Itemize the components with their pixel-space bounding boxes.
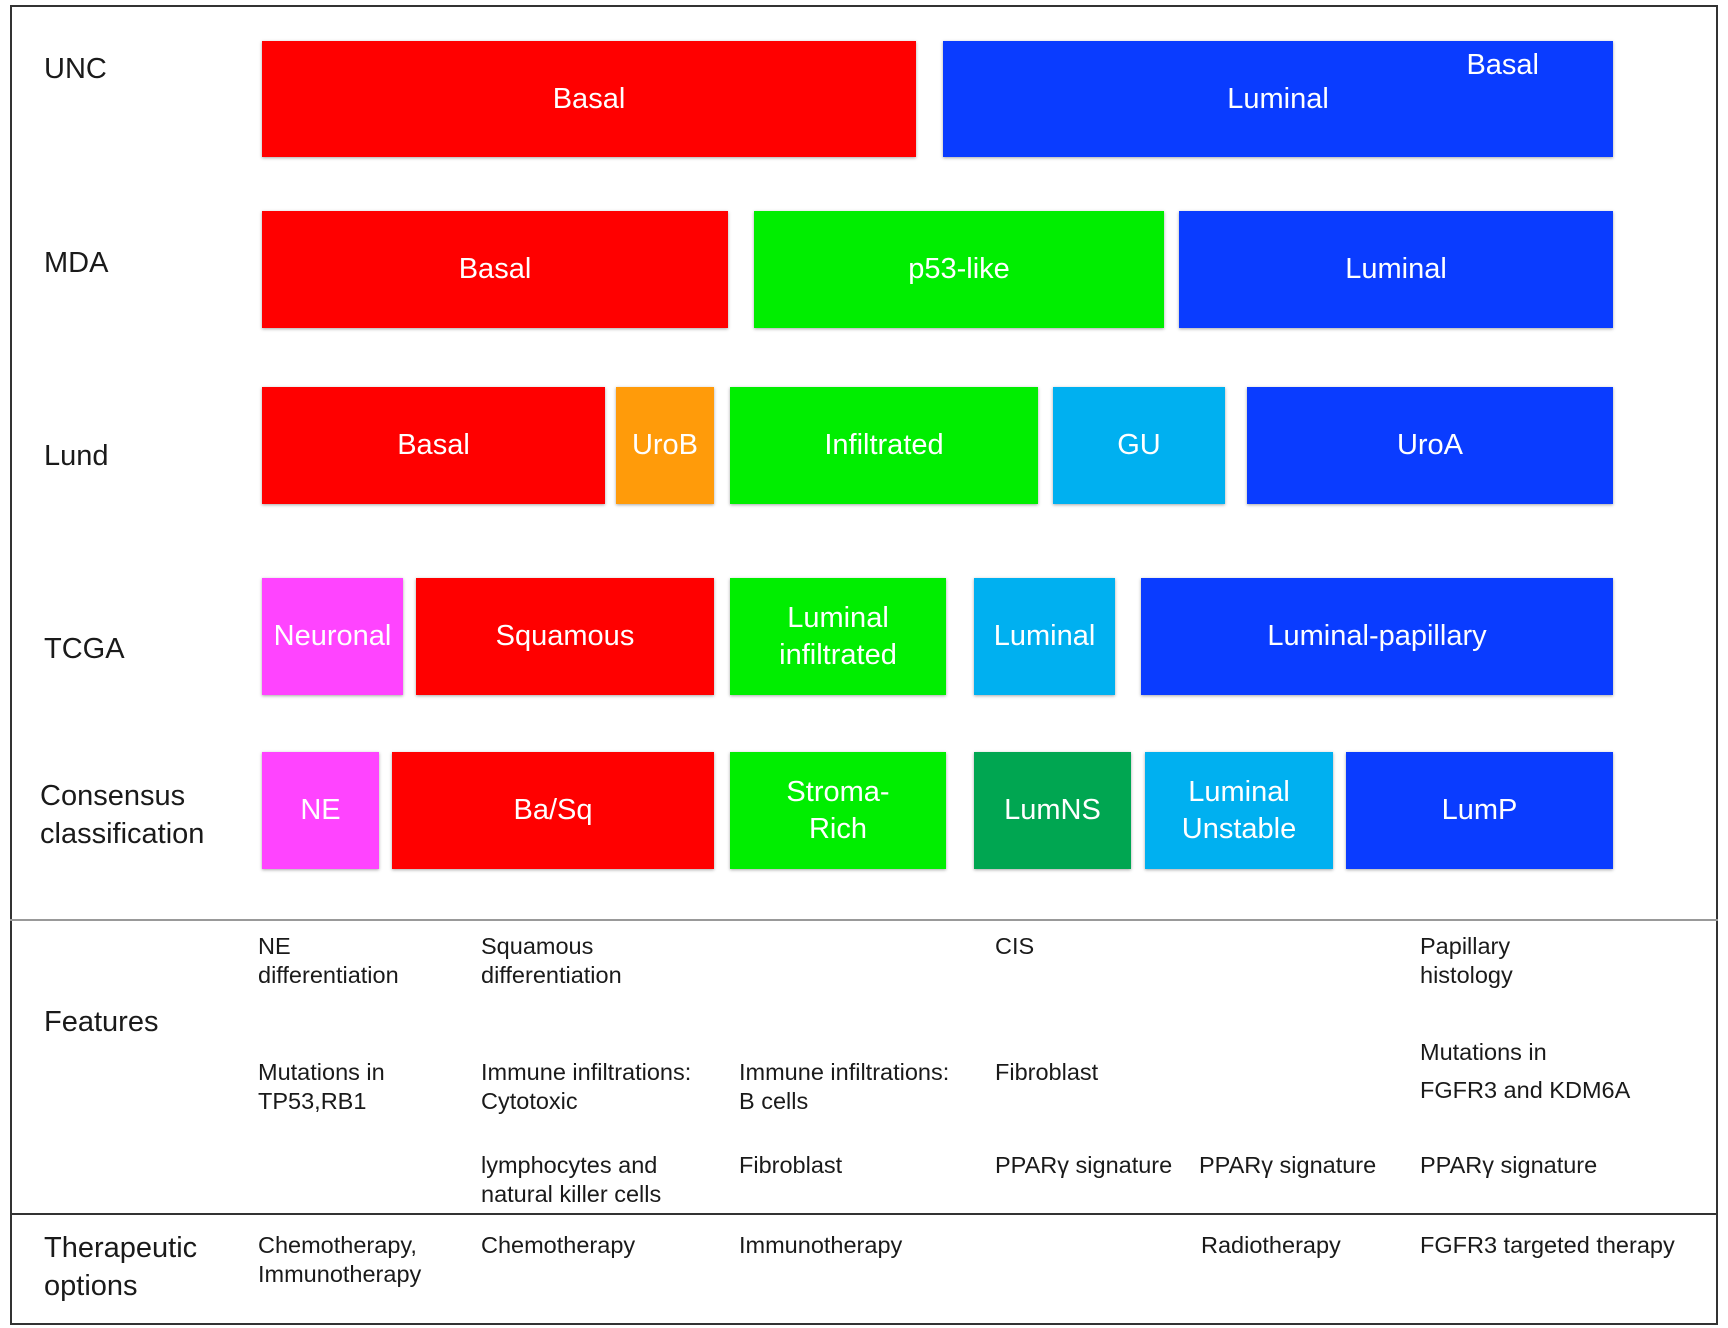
features-divider bbox=[10, 919, 1718, 921]
feature-mutations-in: Mutations in bbox=[1420, 1039, 1547, 1065]
features-label: Features bbox=[44, 1006, 159, 1038]
lund-basal-label: Basal bbox=[397, 429, 470, 461]
unc-luminal-label: Luminal bbox=[1227, 82, 1329, 115]
consensus-luminal-unstable-label: Luminal Unstable bbox=[1181, 775, 1297, 845]
lund-urob-label: UroB bbox=[631, 429, 699, 461]
mda-luminal-bar: Luminal bbox=[1179, 211, 1613, 328]
mda-basal-bar: Basal bbox=[262, 211, 728, 328]
diagram-frame bbox=[10, 5, 1718, 1325]
feature-fibroblast-stroma: Fibroblast bbox=[739, 1152, 843, 1178]
unc-basal-label: Basal bbox=[552, 82, 626, 115]
consensus-basq-label: Ba/Sq bbox=[513, 794, 593, 826]
consensus-basq-bar: Ba/Sq bbox=[392, 752, 714, 869]
tcga-luminal-papillary-label: Luminal-papillary bbox=[1267, 620, 1487, 652]
unc-luminal-bar: Luminal Basal bbox=[943, 41, 1613, 157]
consensus-lump-bar: LumP bbox=[1346, 752, 1613, 869]
therapy-luminal-unstable: Radiotherapy bbox=[1201, 1232, 1341, 1258]
lund-uroa-bar: UroA bbox=[1247, 387, 1613, 504]
therapy-lump: FGFR3 targeted therapy bbox=[1420, 1232, 1675, 1258]
feature-immune-cytotoxic: Immune infiltrations: Cytotoxic bbox=[481, 1059, 692, 1114]
consensus-lump-label: LumP bbox=[1441, 794, 1518, 826]
lund-infiltrated-bar: Infiltrated bbox=[730, 387, 1038, 504]
feature-ne-differentiation: NE differentiation bbox=[258, 933, 399, 988]
mda-basal-label: Basal bbox=[458, 253, 532, 285]
lund-uroa-label: UroA bbox=[1396, 429, 1464, 461]
tcga-luminal-infiltrated-label: Luminal infiltrated bbox=[779, 601, 897, 671]
consensus-ne-bar: NE bbox=[262, 752, 379, 869]
tcga-neuronal-label: Neuronal bbox=[273, 620, 392, 652]
tcga-neuronal-bar: Neuronal bbox=[262, 578, 403, 695]
feature-immune-b-cells: Immune infiltrations: B cells bbox=[739, 1059, 950, 1114]
consensus-lumns-label: LumNS bbox=[1004, 794, 1101, 826]
consensus-luminal-unstable-bar: Luminal Unstable bbox=[1145, 752, 1333, 869]
unc-luminal-basal-note: Basal bbox=[1466, 49, 1539, 81]
tcga-luminal-infiltrated-bar: Luminal infiltrated bbox=[730, 578, 946, 695]
row-label-lund: Lund bbox=[44, 440, 109, 472]
consensus-stroma-rich-bar: Stroma- Rich bbox=[730, 752, 946, 869]
tcga-squamous-label: Squamous bbox=[495, 620, 635, 652]
consensus-stroma-rich-label: Stroma- Rich bbox=[786, 775, 890, 845]
feature-cis: CIS bbox=[995, 933, 1035, 959]
consensus-lumns-bar: LumNS bbox=[974, 752, 1131, 869]
lund-urob-bar: UroB bbox=[616, 387, 714, 504]
tcga-luminal-papillary-bar: Luminal-papillary bbox=[1141, 578, 1613, 695]
feature-ppar-signature-lump: PPARγ signature bbox=[1420, 1152, 1598, 1178]
feature-papillary-histology: Papillary histology bbox=[1420, 933, 1513, 988]
mda-luminal-label: Luminal bbox=[1345, 253, 1447, 285]
lund-basal-bar: Basal bbox=[262, 387, 605, 504]
feature-squamous-differentiation: Squamous differentiation bbox=[481, 933, 622, 988]
therapeutic-options-label: Therapeutic options bbox=[44, 1232, 198, 1302]
mda-p53like-label: p53-like bbox=[908, 253, 1010, 285]
feature-ppar-signature-unstable: PPARγ signature bbox=[1199, 1152, 1377, 1178]
therapy-divider bbox=[10, 1213, 1718, 1215]
tcga-luminal-bar: Luminal bbox=[974, 578, 1115, 695]
lund-gu-label: GU bbox=[1117, 429, 1161, 461]
feature-fgfr3-kdm6a: FGFR3 and KDM6A bbox=[1420, 1077, 1631, 1103]
row-label-unc: UNC bbox=[44, 53, 107, 85]
lund-infiltrated-label: Infiltrated bbox=[824, 429, 944, 461]
therapy-ne: Chemotherapy, Immunotherapy bbox=[258, 1232, 422, 1287]
row-label-mda: MDA bbox=[44, 247, 109, 279]
mda-p53like-bar: p53-like bbox=[754, 211, 1164, 328]
feature-lymphocytes-nk-cells: lymphocytes and natural killer cells bbox=[481, 1152, 662, 1207]
consensus-ne-label: NE bbox=[300, 794, 341, 826]
tcga-squamous-bar: Squamous bbox=[416, 578, 714, 695]
tcga-luminal-label: Luminal bbox=[993, 620, 1096, 652]
feature-mutations-tp53-rb1: Mutations in TP53,RB1 bbox=[258, 1059, 385, 1114]
lund-gu-bar: GU bbox=[1053, 387, 1225, 504]
feature-ppar-signature-lumns: PPARγ signature bbox=[995, 1152, 1173, 1178]
unc-basal-bar: Basal bbox=[262, 41, 916, 157]
row-label-tcga: TCGA bbox=[44, 633, 125, 665]
therapy-stroma-rich: Immunotherapy bbox=[739, 1232, 903, 1258]
therapy-basq: Chemotherapy bbox=[481, 1232, 636, 1258]
feature-fibroblast-lumns: Fibroblast bbox=[995, 1059, 1099, 1085]
row-label-consensus: Consensus classification bbox=[40, 780, 205, 850]
